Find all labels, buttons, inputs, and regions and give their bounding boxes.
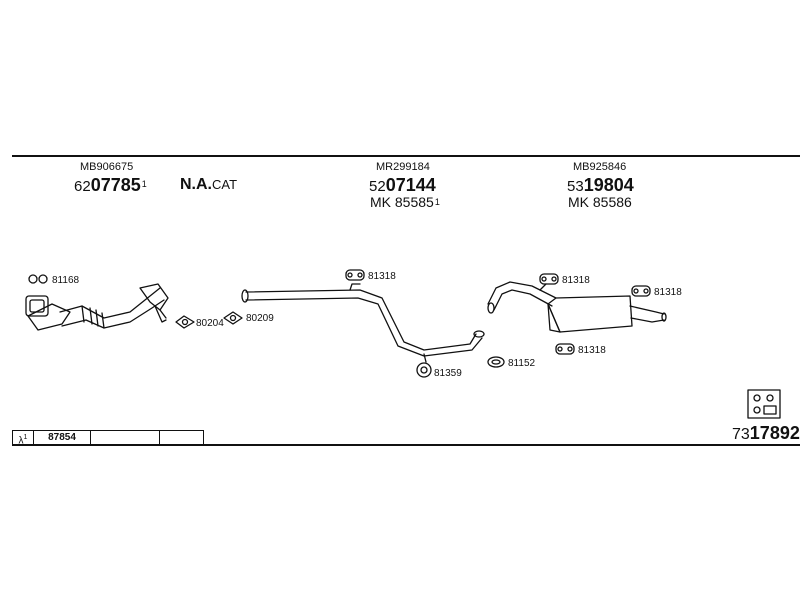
part-number-2-main: 07144 (385, 175, 436, 195)
clamp-81168-icon (28, 274, 48, 284)
mk-number-2-text: MK 85585 (370, 194, 434, 210)
label-80204: 80204 (196, 318, 224, 329)
mk-number-2: MK 855851 (370, 194, 440, 210)
gasket-81152-icon (487, 356, 505, 368)
lambda-sensor-table: λ1 87854 (12, 430, 204, 447)
label-80209: 80209 (246, 313, 274, 324)
top-divider-line (12, 155, 800, 157)
label-81359: 81359 (434, 368, 462, 379)
part-number-3: 5319804 (567, 176, 634, 196)
part-ref-2: MR299184 (376, 161, 430, 173)
lambda-symbol: λ (18, 435, 24, 447)
kit-number: 7317892 (732, 424, 800, 444)
label-81318-a: 81318 (368, 271, 396, 282)
front-pipe-catalyst-part (25, 283, 169, 331)
mk-number-2-sup: 1 (434, 197, 440, 207)
middle-pipe-part (241, 283, 485, 363)
lambda-empty-cell-2 (160, 431, 203, 444)
part-number-1-sup: 1 (141, 179, 147, 189)
part-number-2: 5207144 (369, 176, 436, 196)
rear-pipe-part (487, 281, 557, 314)
mount-81318-d-icon (555, 343, 575, 355)
na-cat-label: N.A.CAT (180, 176, 237, 194)
mount-81318-a-icon (345, 269, 365, 281)
label-81168: 81168 (52, 275, 80, 286)
label-81318-b: 81318 (562, 275, 590, 286)
na-cat-bold: N.A. (180, 176, 212, 193)
part-ref-1: MB906675 (80, 161, 134, 173)
part-number-1-main: 07785 (90, 175, 141, 195)
lambda-value-cell: 87854 (34, 431, 91, 444)
mk-number-3: MK 85586 (568, 194, 632, 210)
part-number-3-prefix: 53 (567, 178, 584, 195)
part-number-2-prefix: 52 (369, 178, 386, 195)
part-number-1: 62077851 (74, 176, 147, 196)
part-number-1-prefix: 62 (74, 178, 91, 195)
kit-number-main: 17892 (749, 423, 800, 443)
part-number-3-main: 19804 (583, 175, 634, 195)
mount-81318-b-icon (539, 273, 559, 285)
kit-number-prefix: 73 (732, 426, 750, 443)
na-cat-rest: CAT (212, 177, 238, 192)
bottom-divider-line (12, 444, 800, 446)
label-81152: 81152 (508, 358, 536, 369)
clamp-81359-icon (416, 362, 432, 378)
part-ref-3: MB925846 (573, 161, 627, 173)
lambda-sup: 1 (23, 434, 28, 441)
gasket-80204-icon (175, 315, 195, 329)
mounting-kit-icon (747, 389, 781, 419)
gasket-80209-icon (223, 311, 243, 325)
label-81318-d: 81318 (578, 345, 606, 356)
lambda-empty-cell-1 (91, 431, 160, 444)
mount-81318-c-icon (631, 285, 651, 297)
lambda-symbol-cell: λ1 (13, 431, 34, 447)
label-81318-c: 81318 (654, 287, 682, 298)
rear-silencer-part (547, 295, 667, 333)
